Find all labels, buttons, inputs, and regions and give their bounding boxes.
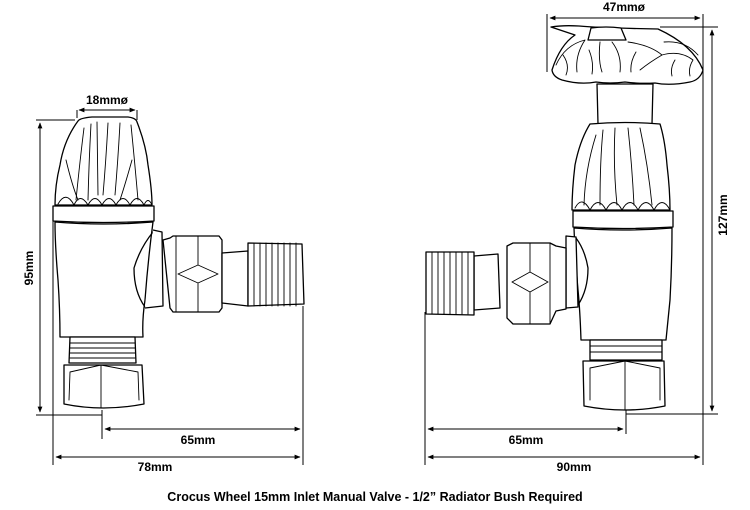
right-valve-crocus-wheel — [550, 25, 704, 85]
right-valve-side-nut — [506, 242, 567, 325]
left-valve-bottom-thread — [68, 336, 137, 364]
left-valve-bottom-nut — [63, 364, 145, 409]
left-valve-tail — [221, 242, 305, 307]
product-caption: Crocus Wheel 15mm Inlet Manual Valve - 1… — [167, 490, 583, 504]
right-inlet-outlet-label: 65mm — [509, 433, 544, 447]
left-valve-side-nut — [162, 235, 223, 313]
left-head-diameter-label: 18mmø — [86, 93, 129, 107]
left-dimensions: 18mmø 95mm 65mm 78mm — [22, 93, 304, 474]
left-overall-width-label: 78mm — [138, 460, 173, 474]
right-valve-tail — [425, 251, 501, 316]
left-inlet-outlet-label: 65mm — [181, 433, 216, 447]
left-valve-cap — [54, 116, 153, 206]
right-valve-shroud — [571, 121, 671, 211]
right-valve-bottom-thread — [589, 339, 663, 361]
right-wheel-diameter-label: 47mmø — [603, 0, 646, 14]
right-valve — [425, 25, 704, 411]
left-valve — [52, 116, 305, 409]
right-valve-collar — [572, 210, 674, 230]
left-height-label: 95mm — [22, 251, 36, 286]
right-valve-body — [565, 227, 673, 341]
right-overall-width-label: 90mm — [557, 460, 592, 474]
right-dimensions: 47mmø 127mm 65mm 90mm — [424, 0, 730, 474]
left-valve-collar — [52, 205, 155, 224]
right-valve-bottom-nut — [582, 360, 666, 411]
left-valve-body — [54, 221, 164, 338]
right-valve-spindle — [596, 83, 654, 125]
right-height-label: 127mm — [716, 194, 730, 235]
